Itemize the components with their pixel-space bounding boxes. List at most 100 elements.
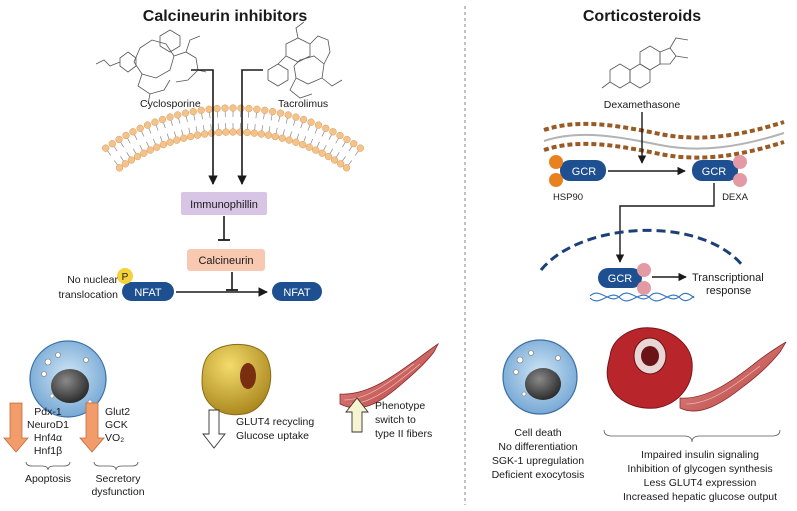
lipid-head bbox=[245, 104, 253, 113]
lipid-head bbox=[237, 104, 245, 112]
cyclosporine-arrow bbox=[191, 69, 218, 185]
dexa-label: DEXA bbox=[722, 192, 749, 203]
lipid-head bbox=[158, 115, 167, 124]
lipid-head bbox=[205, 105, 213, 113]
gene-hnf1b: Hnf1β bbox=[34, 445, 62, 457]
lipid-head bbox=[337, 160, 345, 168]
lipid-head bbox=[336, 131, 344, 140]
nfat-phospho-label: NFAT bbox=[134, 287, 162, 299]
lipid-head bbox=[102, 144, 110, 152]
dexamethasone-label: Dexamethasone bbox=[604, 99, 681, 111]
beta-cell-right-icon bbox=[502, 339, 578, 415]
transcriptional-label-2: response bbox=[706, 285, 751, 297]
lipid-head bbox=[189, 107, 197, 116]
lipid-head bbox=[307, 118, 315, 126]
cell-membrane bbox=[102, 104, 364, 172]
nuclear-envelope bbox=[539, 229, 745, 271]
lipid-head bbox=[253, 105, 261, 113]
lipid-head bbox=[261, 106, 269, 114]
calcineurin-box bbox=[187, 249, 265, 271]
lipid-head bbox=[312, 146, 320, 154]
tissue-effect-4: Increased hepatic glucose output bbox=[623, 491, 777, 503]
lipid-head bbox=[181, 109, 190, 117]
hsp90-label: HSP90 bbox=[553, 192, 583, 203]
lipid-head bbox=[243, 128, 251, 137]
lipid-head bbox=[122, 131, 130, 140]
nfat-phospho-pill bbox=[122, 282, 174, 301]
gcr-nuclear-arrow bbox=[615, 183, 715, 263]
lipid-head bbox=[330, 156, 339, 164]
dexa-nuclear-circle-1 bbox=[637, 263, 651, 277]
lipid-head bbox=[193, 131, 202, 139]
gene-vo2: VO₂ bbox=[105, 432, 124, 444]
lipid-head bbox=[166, 138, 174, 146]
gene-glut2: Glut2 bbox=[105, 406, 130, 418]
lipid-head bbox=[222, 128, 230, 136]
muscle-effect-2: switch to bbox=[375, 414, 416, 426]
tacrolimus-arrow bbox=[237, 69, 263, 185]
lipid-head bbox=[329, 128, 337, 136]
lipid-head bbox=[342, 164, 351, 172]
immunophillin-label: Immunophillin bbox=[190, 199, 258, 211]
lipid-head bbox=[153, 143, 161, 151]
tissue-effect-1: Impaired insulin signaling bbox=[641, 449, 759, 461]
lipid-head bbox=[305, 143, 313, 151]
lipid-head bbox=[151, 118, 159, 126]
dna-helix-icon bbox=[589, 292, 695, 302]
lipid-head bbox=[136, 124, 144, 132]
lipid-head bbox=[356, 144, 364, 152]
gene-gck: GCK bbox=[105, 419, 128, 431]
muscle-effect-3: type II fibers bbox=[375, 428, 432, 440]
secretory-down-arrow bbox=[79, 402, 105, 453]
muscle-fiber-right-icon bbox=[679, 341, 787, 412]
lipid-head bbox=[159, 140, 168, 149]
gene-neurod1: NeuroD1 bbox=[27, 419, 69, 431]
lipid-head bbox=[314, 121, 323, 129]
phenotype-up-arrow bbox=[345, 397, 369, 433]
nfat-active-label: NFAT bbox=[283, 287, 311, 299]
lipid-head bbox=[213, 104, 221, 113]
lipid-head bbox=[284, 111, 292, 119]
transcriptional-label-1: Transcriptional bbox=[692, 272, 764, 284]
lipid-head bbox=[229, 104, 237, 112]
tissue-effect-3: Less GLUT4 expression bbox=[644, 477, 757, 489]
tissue-effects-brace bbox=[603, 429, 781, 443]
cytoplasmic-membrane bbox=[543, 120, 785, 160]
gcr-nuclear-pill bbox=[598, 268, 642, 288]
adipose-effect-2: Glucose uptake bbox=[236, 430, 309, 442]
lipid-head bbox=[292, 138, 300, 146]
muscle-fiber-icon bbox=[339, 342, 440, 409]
lipid-head bbox=[276, 109, 285, 117]
lipid-head bbox=[298, 140, 307, 149]
lipid-head bbox=[140, 149, 148, 157]
cyclosporine-structure-icon bbox=[95, 29, 207, 105]
lipid-head bbox=[350, 140, 358, 148]
no-nuclear-line1: No nuclear bbox=[67, 274, 118, 286]
lipid-head bbox=[121, 160, 129, 168]
apoptosis-label: Apoptosis bbox=[25, 473, 71, 485]
lipid-head bbox=[322, 124, 330, 132]
lipid-head bbox=[324, 152, 333, 161]
beta-effect-4: Deficient exocytosis bbox=[492, 469, 585, 481]
lipid-head bbox=[143, 121, 152, 129]
lipid-head bbox=[146, 146, 154, 154]
lipid-head bbox=[108, 140, 116, 148]
lipid-head bbox=[250, 129, 258, 137]
lipid-head bbox=[129, 128, 137, 136]
lipid-head bbox=[215, 128, 223, 137]
tissue-effect-2: Inhibition of glycogen synthesis bbox=[627, 463, 772, 475]
lipid-head bbox=[197, 106, 205, 114]
lipid-head bbox=[200, 130, 209, 138]
dexa-circle-2 bbox=[733, 173, 747, 187]
hsp90-circle-1 bbox=[549, 155, 563, 169]
gcr-unbound-pill bbox=[560, 160, 606, 181]
beta-effect-3: SGK-1 upregulation bbox=[492, 455, 584, 467]
hsp90-circle-2 bbox=[549, 173, 563, 187]
lipid-head bbox=[278, 134, 286, 142]
right-title: Corticosteroids bbox=[583, 8, 701, 25]
dexa-nuclear-circle-2 bbox=[637, 281, 651, 295]
beta-cell-icon bbox=[29, 340, 107, 418]
no-nuclear-line2: translocation bbox=[58, 289, 118, 301]
lipid-head bbox=[186, 132, 195, 141]
